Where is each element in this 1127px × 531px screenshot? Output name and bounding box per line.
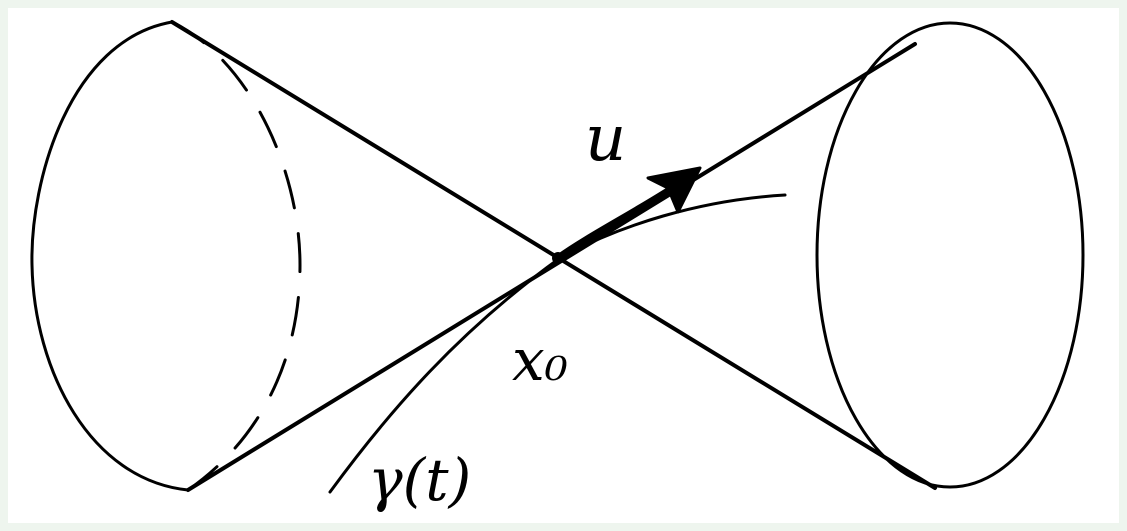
right-cone-base bbox=[815, 21, 1085, 489]
tangent-vector-arrowhead bbox=[646, 166, 702, 214]
curve-label: γ(t) bbox=[368, 446, 471, 514]
diagram-canvas bbox=[8, 8, 1119, 523]
left-cone-base-hidden bbox=[170, 20, 302, 492]
point-label: x₀ bbox=[512, 326, 568, 394]
left-cone-base-front bbox=[30, 20, 190, 492]
vector-label: u bbox=[585, 102, 626, 176]
cone-edge-lower-left-to-upper-right bbox=[186, 42, 917, 492]
tangent-vector-shaft bbox=[554, 176, 689, 262]
event-point bbox=[552, 252, 564, 264]
worldline-curve bbox=[328, 193, 787, 494]
